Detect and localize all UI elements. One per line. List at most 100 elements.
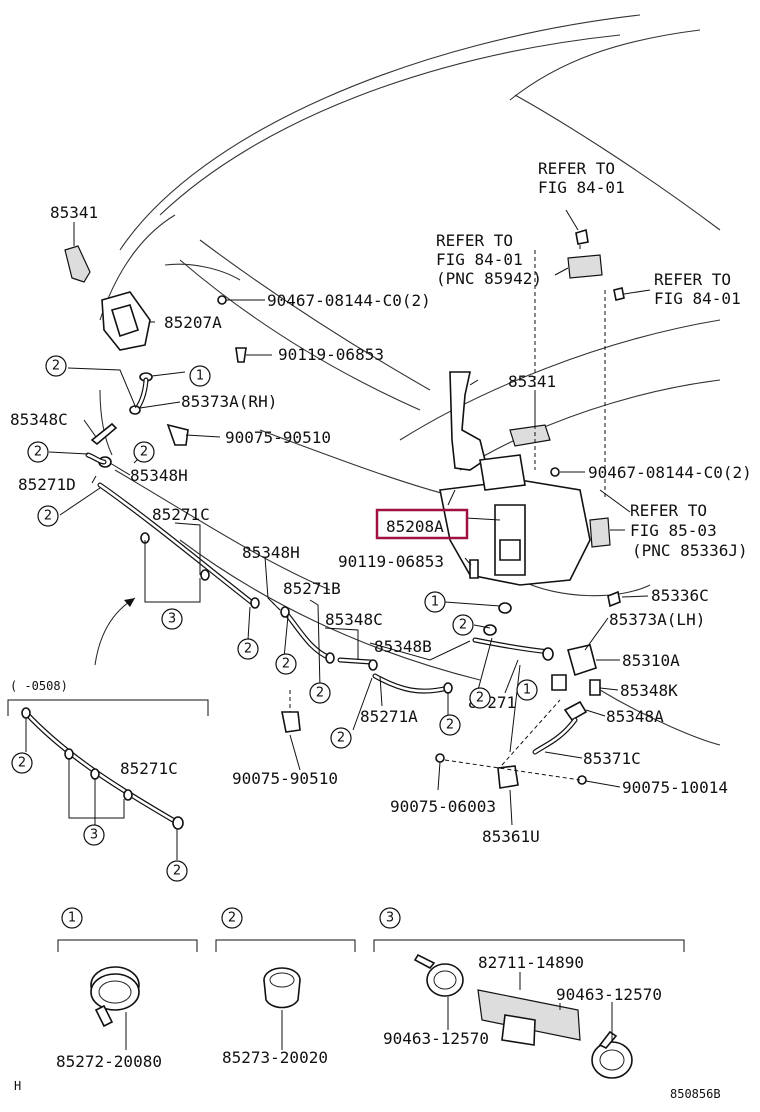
label-82711-14890: 82711-14890: [478, 953, 584, 972]
label-85373A-lh: 85373A(LH): [609, 610, 705, 629]
part-labels: 85341 85207A 90467-08144-C0(2) 90119-068…: [10, 159, 752, 846]
label-refer3-line2: FIG 84-01: [654, 289, 741, 308]
hose-85271C: [97, 482, 553, 733]
label-90467-top: 90467-08144-C0(2): [267, 291, 431, 310]
label-refer4-line2: FIG 85-03: [630, 521, 717, 540]
callout-circles: 2 1 2 2 2 3 2 2 2 2 2 1 2 2 1: [27, 355, 538, 749]
svg-text:2: 2: [34, 445, 42, 460]
svg-text:2: 2: [476, 691, 484, 706]
label-85271C-inset: 85271C: [120, 759, 178, 778]
callout-2: [452, 614, 474, 636]
svg-text:2: 2: [244, 642, 252, 657]
label-90075-90510-top: 90075-90510: [225, 428, 331, 447]
part-refer-85336J: [589, 517, 611, 548]
label-refer3-line1: REFER TO: [654, 270, 731, 289]
label-refer1-line1: REFER TO: [538, 159, 615, 178]
label-85271A: 85271A: [360, 707, 418, 726]
label-refer2-line3: (PNC 85942): [436, 269, 542, 288]
label-90075-10014: 90075-10014: [622, 778, 728, 797]
label-refer2-line1: REFER TO: [436, 231, 513, 250]
label-refer1-line2: FIG 84-01: [538, 178, 625, 197]
callout-2: [275, 653, 297, 675]
legend-3-clip-set: 3 82711-14890 90463-12570 90463-12570: [373, 907, 685, 1079]
label-refer2-line2: FIG 84-01: [436, 250, 523, 269]
clip-90075-90510-bottom: [281, 711, 301, 733]
label-85371C: 85371C: [583, 749, 641, 768]
callout-2: [133, 441, 155, 463]
label-85341-left: 85341: [50, 203, 98, 222]
svg-text:2: 2: [18, 756, 26, 771]
left-nozzle-assembly: [64, 245, 247, 468]
label-refer4-line1: REFER TO: [630, 501, 707, 520]
label-85271B: 85271B: [283, 579, 341, 598]
bolt-90119-mid: [469, 559, 479, 579]
label-85207A: 85207A: [164, 313, 222, 332]
leader-lines: [48, 209, 651, 826]
svg-text:2: 2: [459, 618, 467, 633]
inset-arrow: [94, 597, 136, 666]
label-85348H-mid: 85348H: [242, 543, 300, 562]
svg-text:2: 2: [228, 911, 236, 926]
highlight-box-85208A: [375, 508, 469, 540]
part-refer-85942: [567, 254, 603, 279]
clamp-1-mid: [498, 602, 512, 614]
label-85336C: 85336C: [651, 586, 709, 605]
tape-82711-14890: [477, 989, 581, 1041]
clip-90467-top: [217, 295, 227, 305]
dashed-reference-lines: [269, 245, 606, 781]
inset-range-label: ( -0508): [10, 679, 68, 693]
label-90119-mid: 90119-06853: [338, 552, 444, 571]
label-85348C-left: 85348C: [10, 410, 68, 429]
joint-85348C-left: [90, 422, 118, 446]
bolt-90075-06003: [435, 753, 445, 763]
label-90467-right: 90467-08144-C0(2): [588, 463, 752, 482]
callout-1: [189, 365, 211, 387]
label-85271D: 85271D: [18, 475, 76, 494]
svg-text:2: 2: [140, 445, 148, 460]
callout-2: [469, 687, 491, 709]
callout-2: [45, 355, 67, 377]
label-85348K: 85348K: [620, 681, 678, 700]
label-90463-12570-left: 90463-12570: [383, 1029, 489, 1048]
label-90075-90510-bottom: 90075-90510: [232, 769, 338, 788]
nozzle-85341-right: [509, 424, 551, 447]
callout-2: [27, 441, 49, 463]
joint-85348A: [563, 700, 588, 722]
label-90463-12570-right: 90463-12570: [556, 985, 662, 1004]
clip-refer-84-01-a: [575, 228, 589, 245]
label-90075-06003: 90075-06003: [390, 797, 496, 816]
svg-text:2: 2: [446, 718, 454, 733]
label-90119-top: 90119-06853: [278, 345, 384, 364]
label-85348B: 85348B: [374, 637, 432, 656]
label-85272-20080: 85272-20080: [56, 1052, 162, 1071]
bolt-90119-top: [235, 347, 247, 363]
clip-90075-90510-top: [166, 423, 189, 446]
callout-3: [161, 608, 183, 630]
label-85348C-mid: 85348C: [325, 610, 383, 629]
svg-text:1: 1: [431, 595, 439, 610]
svg-text:2: 2: [44, 509, 52, 524]
callout-2: [439, 714, 461, 736]
callout-2: [237, 638, 259, 660]
vehicle-body-outline: [99, 14, 721, 746]
callout-2: [37, 505, 59, 527]
svg-text:3: 3: [90, 828, 98, 843]
label-85310A: 85310A: [622, 651, 680, 670]
callout-2: [309, 682, 331, 704]
svg-text:2: 2: [337, 731, 345, 746]
motor-85310A: [567, 644, 597, 677]
label-85348A: 85348A: [606, 707, 664, 726]
callout-1: [516, 679, 538, 701]
label-85208A: 85208A: [386, 517, 444, 536]
clip-90467-right: [550, 467, 560, 477]
callout-1: [424, 591, 446, 613]
corner-mark: H: [14, 1079, 21, 1093]
clamp-85361U: [497, 765, 519, 789]
label-85341-right: 85341: [508, 372, 556, 391]
tank-neck: [449, 371, 486, 471]
figure-code: 850856B: [670, 1087, 721, 1101]
joint-85348K: [589, 679, 601, 696]
washer-tank-assembly: [435, 228, 625, 789]
svg-text:3: 3: [168, 612, 176, 627]
